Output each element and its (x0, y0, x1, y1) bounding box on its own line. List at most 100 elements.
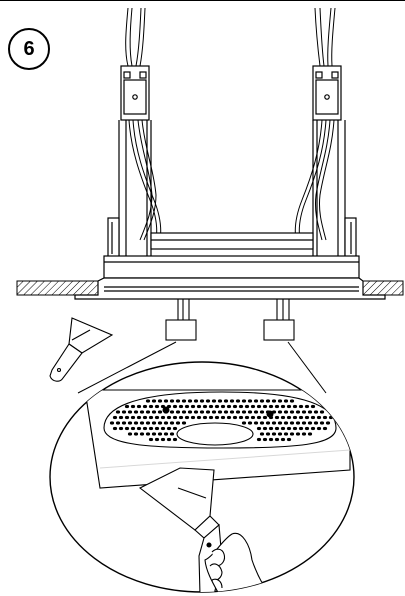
grille-hole (178, 404, 184, 409)
grille-hole (232, 415, 238, 420)
grille-hole (154, 426, 160, 431)
grille-hole (244, 415, 250, 420)
grille-hole (187, 410, 193, 414)
grille-hole (157, 421, 163, 425)
grille-hole (247, 410, 253, 414)
grille-hole (274, 404, 280, 409)
grille-hole (304, 426, 310, 431)
grille-hole (226, 404, 232, 409)
grille-hole (286, 437, 292, 442)
grille-hole (322, 426, 328, 431)
grille-hole (217, 410, 223, 414)
hand-icon (204, 532, 272, 592)
grille-hole (289, 432, 295, 436)
grille-hole (301, 432, 307, 436)
grille-hole (244, 404, 250, 409)
grille-hole (142, 426, 148, 431)
grille-hole (136, 415, 142, 420)
grille-hole (253, 421, 259, 425)
grille-hole (241, 399, 247, 403)
grille-hole (250, 415, 256, 420)
grille-hole (283, 421, 289, 425)
grille-hole (160, 426, 166, 431)
grille-hole (313, 410, 319, 414)
grille-hole (184, 404, 190, 409)
grille-hole (109, 421, 115, 425)
right-connector-box (263, 299, 295, 341)
step-number: 6 (23, 38, 35, 60)
grille-hole (160, 437, 166, 442)
grille-hole (271, 399, 277, 403)
grille-hole (241, 410, 247, 414)
grille-hole (268, 426, 274, 431)
grille-hole (262, 415, 268, 420)
grille-hole (289, 399, 295, 403)
mounting-frame (103, 120, 360, 279)
grille-hole (223, 399, 229, 403)
grille-hole (115, 410, 121, 414)
grille-hole (190, 415, 196, 420)
grille-hole (319, 410, 325, 414)
grille-hole (226, 415, 232, 420)
putty-knife-icon (49, 317, 114, 382)
grille-hole (163, 421, 169, 425)
grille-hole (283, 432, 289, 436)
grille-hole (292, 404, 298, 409)
grille-hole (319, 421, 325, 425)
grille-hole (169, 410, 175, 414)
grille-hole (154, 437, 160, 442)
grille-hole (301, 421, 307, 425)
grille-hole (139, 421, 145, 425)
grille-hole (121, 421, 127, 425)
grille-hole (238, 415, 244, 420)
grille-hole (292, 426, 298, 431)
grille-hole (154, 415, 160, 420)
step-number-badge: 6 (8, 28, 50, 70)
grille-hole (211, 399, 217, 403)
trim-flange (74, 277, 386, 300)
top-rule (0, 0, 405, 1)
grille-hole (160, 415, 166, 420)
grille-hole (184, 415, 190, 420)
grille-hole (175, 410, 181, 414)
grille-hole (298, 404, 304, 409)
grille-hole (112, 426, 118, 431)
grille-hole (145, 399, 151, 403)
grille-hole (286, 404, 292, 409)
grille-hole (256, 404, 262, 409)
grille-hole (121, 410, 127, 414)
grille-hole (163, 399, 169, 403)
grille-hole (259, 432, 265, 436)
grille-hole (154, 404, 160, 409)
grille-hole (304, 415, 310, 420)
grille-hole (220, 415, 226, 420)
grille-hole (307, 432, 313, 436)
grille-hole (172, 404, 178, 409)
grille-hole (265, 421, 271, 425)
grille-hole (217, 399, 223, 403)
grille-hole (118, 415, 124, 420)
grille-hole (286, 426, 292, 431)
grille-hole (220, 404, 226, 409)
grille-hole (262, 404, 268, 409)
grille-hole (115, 421, 121, 425)
grille-hole (193, 399, 199, 403)
grille-hole (304, 404, 310, 409)
grille-hole (169, 421, 175, 425)
grille-hole (274, 415, 280, 420)
grille-hole (196, 404, 202, 409)
grille-hole (130, 415, 136, 420)
grille-hole (265, 432, 271, 436)
grille-hole (130, 404, 136, 409)
right-terminal-block (312, 65, 342, 121)
grille-hole (205, 399, 211, 403)
grille-hole (238, 404, 244, 409)
grille-hole (277, 410, 283, 414)
grille-hole (202, 415, 208, 420)
grille-hole (280, 404, 286, 409)
grille-hole (298, 415, 304, 420)
grille-hole (133, 421, 139, 425)
perforated-grille-icon (103, 391, 337, 449)
grille-hole (235, 399, 241, 403)
grille-hole (295, 410, 301, 414)
